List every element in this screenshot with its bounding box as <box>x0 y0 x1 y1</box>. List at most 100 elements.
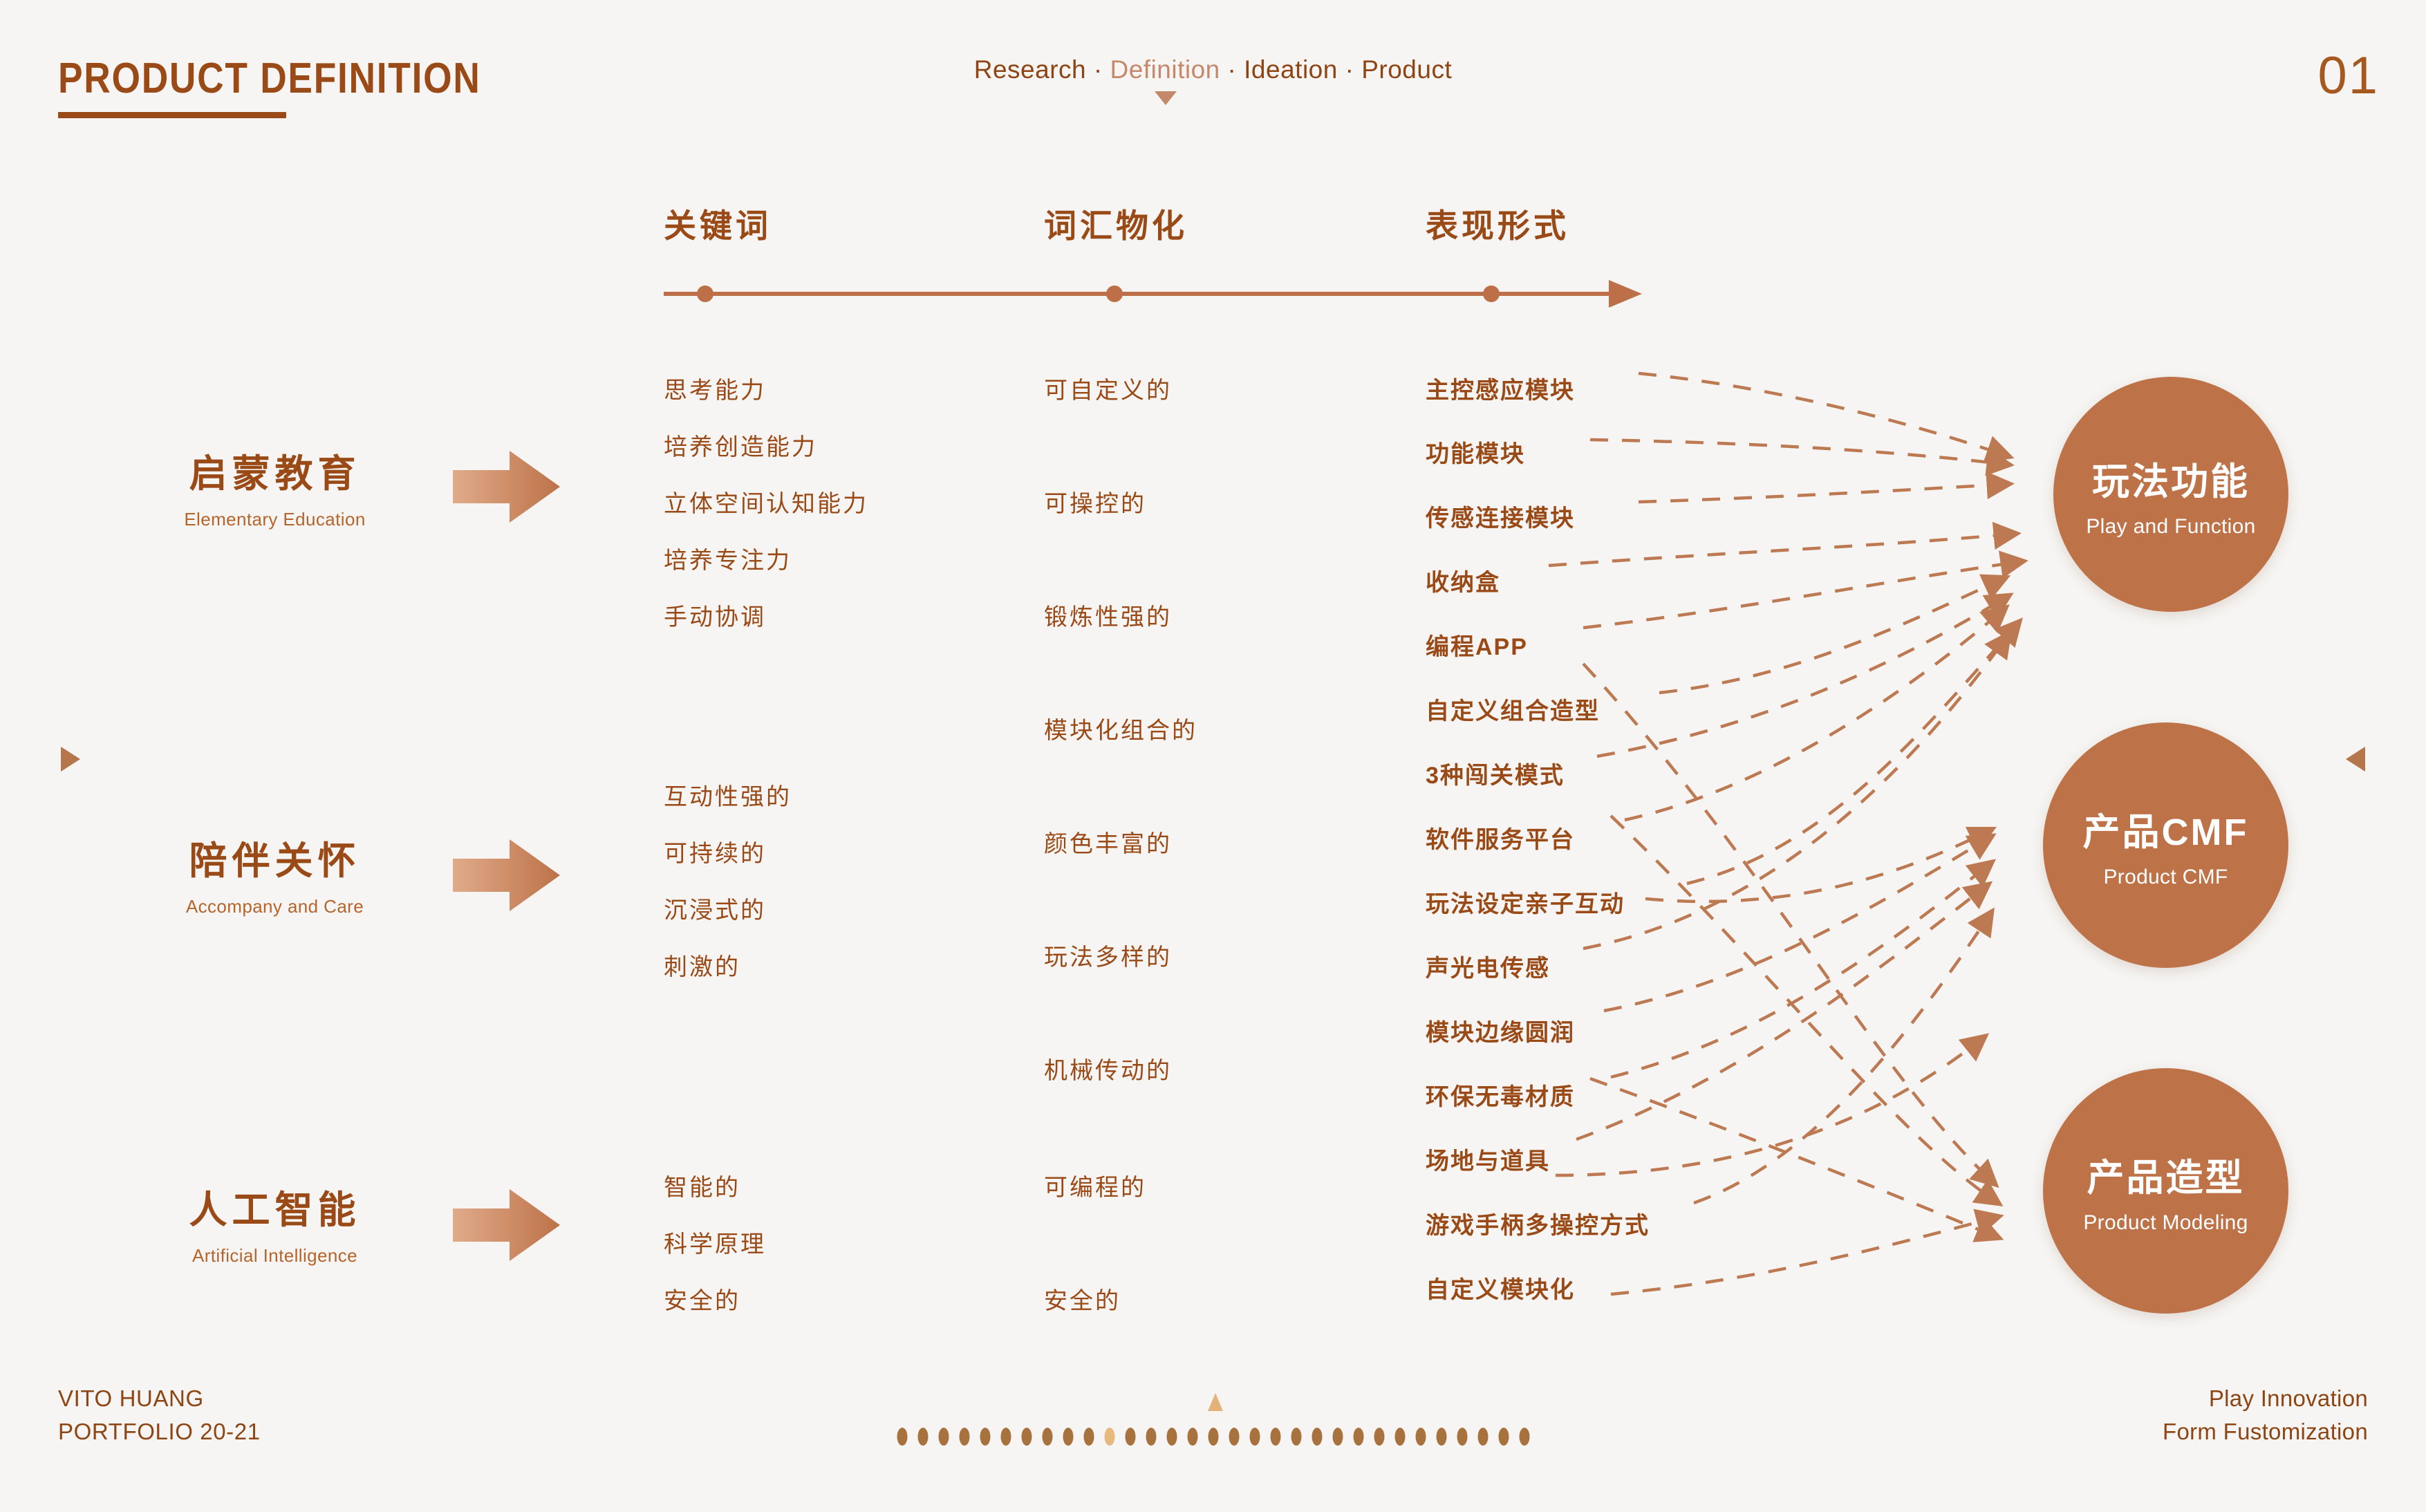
pager-dot[interactable] <box>1374 1428 1384 1446</box>
outcome-title-cn: 玩法功能 <box>2092 460 2250 503</box>
pager-dot[interactable] <box>1063 1428 1073 1446</box>
keyword-item: 安全的 <box>664 1288 740 1314</box>
materialization-item: 模块化组合的 <box>1044 718 1197 744</box>
expression-item: 收纳盒 <box>1426 570 1500 596</box>
timeline-dot-1 <box>697 286 713 302</box>
nav-item-definition[interactable]: Definition <box>1110 55 1220 84</box>
next-slide-arrow-icon[interactable] <box>2346 747 2365 772</box>
materialization-item: 可编程的 <box>1044 1175 1146 1201</box>
pager-dot[interactable] <box>1021 1428 1032 1446</box>
page-title: PRODUCT DEFINITION <box>58 55 481 102</box>
group-title-cn: 启蒙教育 <box>189 452 361 495</box>
pager-dot[interactable] <box>1042 1428 1052 1446</box>
keyword-item: 思考能力 <box>664 377 766 404</box>
nav-active-caret-icon <box>1155 91 1177 105</box>
nav-sep-1: · <box>1086 55 1110 84</box>
nav-sep-2: · <box>1220 55 1244 84</box>
group-title-cn: 陪伴关怀 <box>189 839 361 882</box>
group-title-en: Elementary Education <box>184 509 366 530</box>
pager-dot[interactable] <box>938 1428 949 1446</box>
pager-dot[interactable] <box>1104 1428 1114 1446</box>
right-arrow-icon <box>453 1188 560 1262</box>
slide-pagination[interactable] <box>897 1428 1529 1446</box>
pager-dot[interactable] <box>1312 1428 1322 1446</box>
pager-dot[interactable] <box>980 1428 990 1446</box>
keyword-item: 沉浸式的 <box>664 897 766 924</box>
timeline-arrowhead-icon <box>1609 280 1642 308</box>
keyword-item: 可持续的 <box>664 841 766 867</box>
pager-dot[interactable] <box>1332 1428 1343 1446</box>
pager-dot[interactable] <box>1166 1428 1177 1446</box>
pager-dot[interactable] <box>1353 1428 1363 1446</box>
nav-sep-3: · <box>1337 55 1362 84</box>
pager-active-caret-icon <box>1207 1393 1223 1411</box>
pager-dot[interactable] <box>959 1428 969 1446</box>
materialization-item: 锻炼性强的 <box>1044 604 1172 631</box>
expression-item: 模块边缘圆润 <box>1426 1020 1575 1046</box>
expression-item: 编程APP <box>1426 634 1528 660</box>
pager-dot[interactable] <box>1519 1428 1529 1446</box>
column-header-materialization: 词汇物化 <box>1044 207 1188 244</box>
pager-dot[interactable] <box>1415 1428 1426 1446</box>
keyword-item: 立体空间认知能力 <box>664 491 868 517</box>
pager-dot[interactable] <box>1457 1428 1467 1446</box>
footer-portfolio-period: PORTFOLIO 20-21 <box>58 1419 261 1445</box>
phase-timeline <box>664 280 1642 308</box>
footer-author-name: VITO HUANG <box>58 1385 204 1412</box>
pager-dot[interactable] <box>1291 1428 1301 1446</box>
right-arrow-icon <box>453 449 560 524</box>
keyword-item: 智能的 <box>664 1175 740 1201</box>
group-label-artificial-intelligence: 人工智能 Artificial Intelligence <box>138 1179 411 1267</box>
right-arrow-icon <box>453 838 560 913</box>
outcome-circle-play-and-function[interactable]: 玩法功能 Play and Function <box>2053 377 2288 612</box>
title-underline <box>58 112 286 118</box>
pager-dot[interactable] <box>897 1428 907 1446</box>
pager-dot[interactable] <box>1436 1428 1446 1446</box>
pager-dot[interactable] <box>1394 1428 1405 1446</box>
pager-dot[interactable] <box>1000 1428 1011 1446</box>
breadcrumb: Research · Definition · Ideation · Produ… <box>0 55 2426 84</box>
group-title-en: Artificial Intelligence <box>192 1245 357 1266</box>
materialization-item: 可自定义的 <box>1044 377 1172 404</box>
expression-item: 自定义模块化 <box>1426 1277 1575 1303</box>
prev-slide-arrow-icon[interactable] <box>61 747 80 772</box>
expression-item: 玩法设定亲子互动 <box>1426 891 1625 917</box>
expression-item: 功能模块 <box>1426 441 1525 467</box>
nav-item-product[interactable]: Product <box>1361 55 1453 84</box>
expression-item: 场地与道具 <box>1426 1148 1550 1175</box>
materialization-item: 玩法多样的 <box>1044 944 1172 971</box>
outcome-circle-product-modeling[interactable]: 产品造型 Product Modeling <box>2043 1068 2288 1314</box>
footer-tagline-line2: Form Fustomization <box>2163 1419 2368 1445</box>
group-label-accompany-care: 陪伴关怀 Accompany and Care <box>138 830 411 917</box>
group-label-elementary-education: 启蒙教育 Elementary Education <box>138 442 411 530</box>
expression-item: 3种闯关模式 <box>1426 763 1565 789</box>
timeline-dot-3 <box>1483 286 1500 302</box>
column-header-keywords: 关键词 <box>664 207 772 244</box>
pager-dot[interactable] <box>1146 1428 1156 1446</box>
expression-item: 软件服务平台 <box>1426 827 1575 853</box>
pager-dot[interactable] <box>1229 1428 1239 1446</box>
keyword-item: 互动性强的 <box>664 784 792 810</box>
pager-dot[interactable] <box>1270 1428 1280 1446</box>
pager-dot[interactable] <box>1498 1428 1509 1446</box>
nav-item-research[interactable]: Research <box>973 55 1087 84</box>
materialization-item: 机械传动的 <box>1044 1058 1172 1084</box>
expression-item: 自定义组合造型 <box>1426 698 1600 725</box>
pager-dot[interactable] <box>1208 1428 1218 1446</box>
pager-dot[interactable] <box>1125 1428 1135 1446</box>
outcome-title-en: Product Modeling <box>2083 1211 2248 1234</box>
pager-dot[interactable] <box>917 1428 928 1446</box>
footer-author: VITO HUANG PORTFOLIO 20-21 <box>58 1382 261 1448</box>
outcome-title-cn: 产品CMF <box>2082 812 2249 853</box>
expression-item: 传感连接模块 <box>1426 505 1575 532</box>
pager-dot[interactable] <box>1249 1428 1260 1446</box>
outcome-circle-product-cmf[interactable]: 产品CMF Product CMF <box>2043 722 2288 968</box>
pager-dot[interactable] <box>1187 1428 1197 1446</box>
keyword-item: 培养专注力 <box>664 548 792 574</box>
nav-item-ideation[interactable]: Ideation <box>1244 55 1338 84</box>
expression-item: 环保无毒材质 <box>1426 1084 1575 1110</box>
pager-dot[interactable] <box>1083 1428 1094 1446</box>
group-title-en: Accompany and Care <box>185 896 364 917</box>
pager-dot[interactable] <box>1477 1428 1488 1446</box>
